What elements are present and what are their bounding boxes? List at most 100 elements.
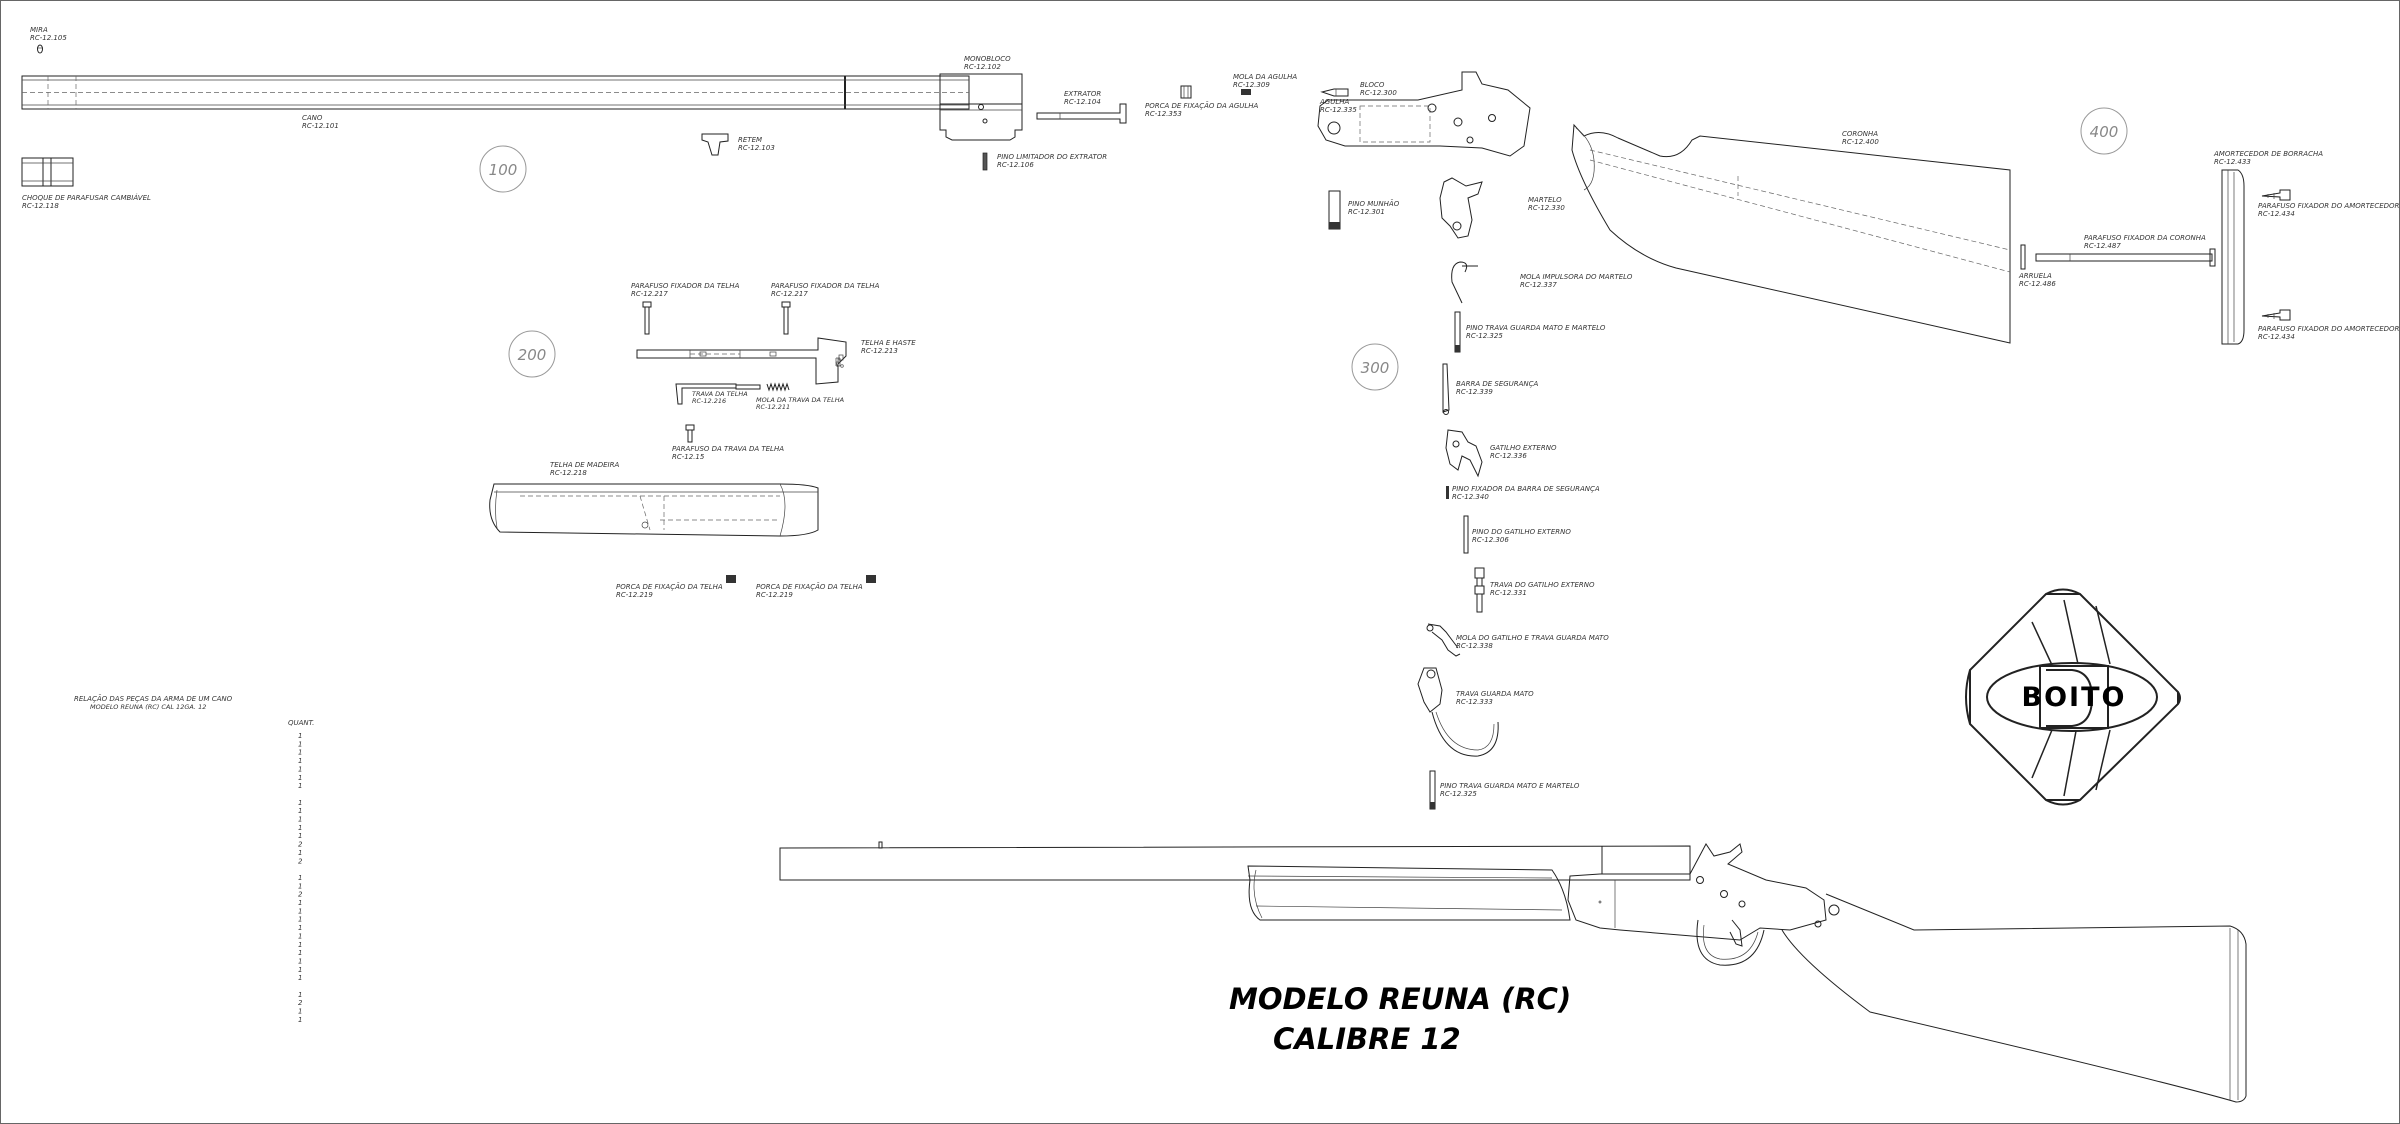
quantity-value: 1: [298, 740, 302, 748]
quantity-value: 1: [298, 757, 302, 765]
quantity-value: 1: [298, 874, 302, 882]
part-mola-agulha: MOLA DA AGULHA RC-12.309: [1233, 73, 1297, 95]
svg-text:RC-12.487: RC-12.487: [2084, 242, 2121, 250]
svg-text:RC-12.218: RC-12.218: [550, 469, 587, 477]
parts-list-subtitle: MODELO REUNA (RC) CAL 12GA. 12: [90, 703, 206, 711]
quantity-value: 1: [298, 966, 302, 974]
svg-text:TELHA DE MADEIRA: TELHA DE MADEIRA: [550, 461, 619, 469]
part-trava-guarda-mato: TRAVA GUARDA MATO RC-12.333: [1417, 667, 1534, 757]
quantity-value: 1: [298, 907, 302, 915]
svg-text:TRAVA DA TELHA: TRAVA DA TELHA: [692, 390, 748, 398]
part-mola-impulsora: MOLA IMPULSORA DO MARTELO RC-12.337: [1451, 261, 1633, 304]
svg-text:RC-12.216: RC-12.216: [692, 397, 726, 405]
quantity-value: 2: [298, 841, 303, 849]
svg-text:RC-12.211: RC-12.211: [756, 403, 790, 411]
part-trava-telha: TRAVA DA TELHA RC-12.216: [675, 383, 748, 405]
part-parafuso-amortecedor-2: PARAFUSO FIXADOR DO AMORTECEDOR RC-12.43…: [2258, 309, 2400, 341]
quantity-value: 1: [298, 824, 302, 832]
part-parafuso-trava-telha: PARAFUSO DA TRAVA DA TELHA RC-12.15: [672, 424, 784, 461]
group-200-circle: [508, 330, 556, 378]
svg-text:PARAFUSO FIXADOR DO AMORTECEDO: PARAFUSO FIXADOR DO AMORTECEDOR: [2258, 202, 2400, 210]
quantity-value: 1: [298, 816, 302, 824]
parts-list: RELAÇÃO DAS PEÇAS DA ARMA DE UM CANO MOD…: [74, 694, 314, 1024]
svg-text:RC-12.337: RC-12.337: [1520, 281, 1557, 289]
svg-text:AGULHA: AGULHA: [1319, 98, 1350, 106]
svg-text:RC-12.105: RC-12.105: [30, 34, 67, 42]
svg-text:BLOCO: BLOCO: [1360, 81, 1385, 89]
assembled-shotgun: [779, 841, 2247, 1103]
quantity-value: 1: [298, 849, 302, 857]
part-pino-limitador: PINO LIMITADOR DO EXTRATOR RC-12.106: [982, 152, 1107, 171]
part-arruela: ARRUELA RC-12.486: [2018, 244, 2056, 288]
svg-text:RC-12.118: RC-12.118: [22, 202, 59, 210]
svg-text:PARAFUSO DA TRAVA DA TELHA: PARAFUSO DA TRAVA DA TELHA: [672, 445, 784, 453]
part-agulha: AGULHA RC-12.335: [1319, 88, 1357, 114]
part-porca-agulha: PORCA DE FIXAÇÃO DA AGULHA RC-12.353: [1145, 85, 1259, 118]
svg-text:TRAVA GUARDA MATO: TRAVA GUARDA MATO: [1456, 690, 1534, 698]
group-400-number: 400: [2090, 123, 2119, 141]
boito-logo: BOITO: [1965, 588, 2181, 806]
part-parafuso-telha-2: PARAFUSO FIXADOR DA TELHA RC-12.217: [771, 282, 880, 335]
parts-list-title: RELAÇÃO DAS PEÇAS DA ARMA DE UM CANO: [74, 694, 233, 703]
svg-text:RC-12.335: RC-12.335: [1320, 106, 1357, 114]
part-amortecedor: AMORTECEDOR DE BORRACHA RC-12.433: [2213, 150, 2323, 345]
part-porca-telha-2: PORCA DE FIXAÇÃO DA TELHA RC-12.219: [756, 575, 876, 599]
quantity-value: 1: [298, 832, 302, 840]
group-100-number: 100: [489, 161, 518, 179]
quantity-value: 1: [298, 774, 302, 782]
svg-text:RC-12.336: RC-12.336: [1490, 452, 1527, 460]
part-monobloco: MONOBLOCO RC-12.102: [939, 55, 1023, 141]
quantity-value: 1: [298, 899, 302, 907]
svg-text:RC-12.213: RC-12.213: [861, 347, 898, 355]
quantity-value: 1: [298, 941, 302, 949]
logo-text: BOITO: [2022, 682, 2127, 713]
svg-text:RC-12.433: RC-12.433: [2214, 158, 2251, 166]
svg-text:PORCA DE FIXAÇÃO DA TELHA: PORCA DE FIXAÇÃO DA TELHA: [756, 582, 863, 591]
svg-text:RC-12.400: RC-12.400: [1842, 138, 1879, 146]
svg-text:PINO TRAVA GUARDA MATO E MARTE: PINO TRAVA GUARDA MATO E MARTELO: [1466, 324, 1606, 332]
svg-text:RC-12.434: RC-12.434: [2258, 333, 2295, 341]
quantity-value: 1: [298, 1016, 302, 1024]
part-pino-gatilho: PINO DO GATILHO EXTERNO RC-12.306: [1463, 515, 1571, 554]
svg-text:RC-12.101: RC-12.101: [302, 122, 339, 130]
part-parafuso-telha-1: PARAFUSO FIXADOR DA TELHA RC-12.217: [631, 282, 740, 335]
svg-text:AMORTECEDOR DE BORRACHA: AMORTECEDOR DE BORRACHA: [2213, 150, 2323, 158]
svg-text:RC-12.217: RC-12.217: [771, 290, 808, 298]
svg-text:RC-12.106: RC-12.106: [997, 161, 1034, 169]
quantity-value: 1: [298, 991, 302, 999]
svg-text:RC-12.301: RC-12.301: [1348, 208, 1385, 216]
svg-text:RC-12.325: RC-12.325: [1466, 332, 1503, 340]
svg-text:RC-12.104: RC-12.104: [1064, 98, 1101, 106]
part-barra-seguranca: BARRA DE SEGURANÇA RC-12.339: [1442, 363, 1539, 415]
quantity-value: 1: [298, 799, 302, 807]
part-retem: RETEM RC-12.103: [701, 133, 775, 156]
quantity-value: 1: [298, 924, 302, 932]
svg-text:RC-12.339: RC-12.339: [1456, 388, 1493, 396]
part-pino-barra: PINO FIXADOR DA BARRA DE SEGURANÇA RC-12…: [1446, 485, 1600, 501]
title-block: MODELO REUNA (RC) CALIBRE 12: [1229, 982, 1571, 1056]
svg-text:MARTELO: MARTELO: [1528, 196, 1562, 204]
part-gatilho-externo: GATILHO EXTERNO RC-12.336: [1445, 429, 1557, 478]
svg-text:RC-12.338: RC-12.338: [1456, 642, 1493, 650]
quantity-header: QUANT.: [288, 719, 314, 727]
svg-text:MOLA IMPULSORA DO MARTELO: MOLA IMPULSORA DO MARTELO: [1520, 273, 1633, 281]
group-300: 300 PORCA DE FIXAÇÃO DA AGULHA RC-12.353…: [1145, 71, 1633, 810]
svg-text:RC-12.217: RC-12.217: [631, 290, 668, 298]
svg-text:CANO: CANO: [302, 114, 323, 122]
part-coronha: CORONHA RC-12.400: [1571, 123, 2011, 344]
group-400-circle: [2080, 107, 2128, 155]
part-bloco: BLOCO RC-12.300: [1317, 71, 1531, 157]
svg-text:RC-12.330: RC-12.330: [1528, 204, 1565, 212]
svg-text:PINO LIMITADOR DO EXTRATOR: PINO LIMITADOR DO EXTRATOR: [997, 153, 1107, 161]
svg-text:MOLA DA TRAVA DA TELHA: MOLA DA TRAVA DA TELHA: [756, 396, 844, 404]
quantity-value: 2: [298, 857, 303, 865]
svg-text:PARAFUSO FIXADOR DA TELHA: PARAFUSO FIXADOR DA TELHA: [771, 282, 880, 290]
svg-text:RC-12.15: RC-12.15: [672, 453, 705, 461]
quantity-value: 1: [298, 882, 302, 890]
part-mira: MIRA RC-12.105: [30, 26, 67, 54]
quantity-value: 1: [298, 932, 302, 940]
group-200: 200 PARAFUSO FIXADOR DA TELHA RC-12.217 …: [489, 282, 916, 599]
svg-text:RC-12.103: RC-12.103: [738, 144, 775, 152]
group-200-number: 200: [518, 346, 547, 364]
